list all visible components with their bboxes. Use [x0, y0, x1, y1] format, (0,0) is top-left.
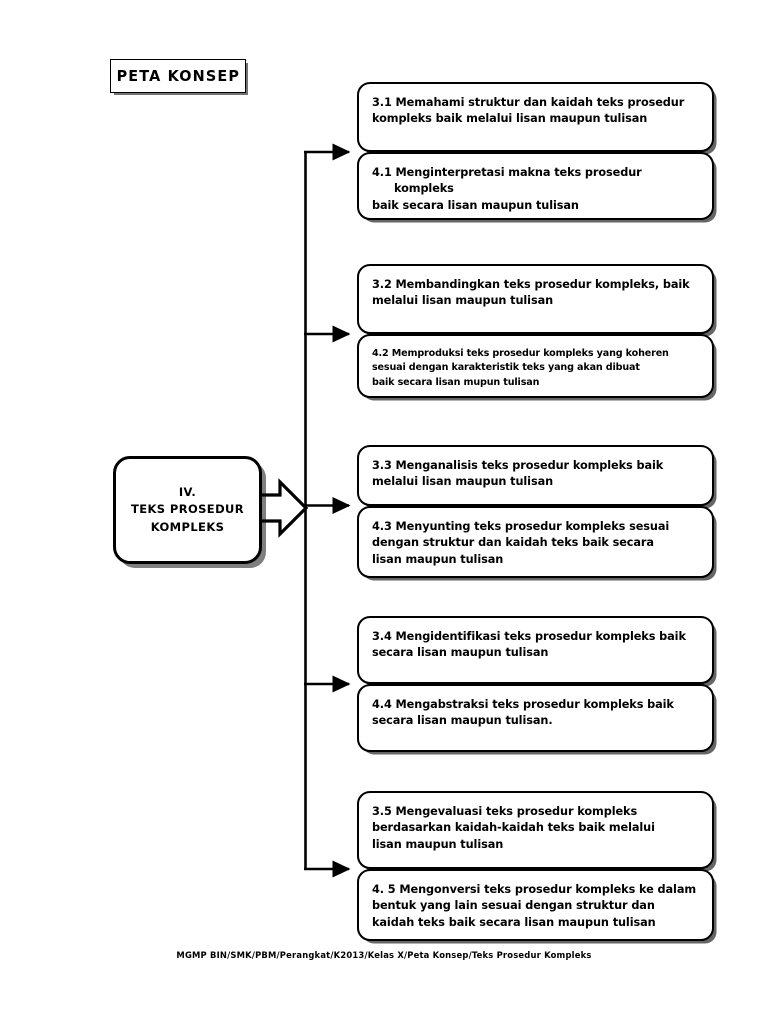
central-node-line-3: KOMPLEKS: [150, 519, 225, 534]
kd-box-4-3: 4.3 Menyunting teks prosedur kompleks se…: [357, 506, 714, 578]
kd-box-3-4-text: 3.4 Mengidentifikasi teks prosedur kompl…: [359, 618, 699, 662]
kd-line: 3.5 Mengevaluasi teks prosedur kompleks: [372, 805, 638, 818]
kd-box-3-2-text: 3.2 Membandingkan teks prosedur kompleks…: [359, 266, 703, 310]
kd-box-3-2: 3.2 Membandingkan teks prosedur kompleks…: [357, 264, 714, 334]
kd-line: 4.4 Mengabstraksi teks prosedur kompleks…: [372, 698, 674, 711]
kd-box-3-5-text: 3.5 Mengevaluasi teks prosedur kompleks …: [359, 793, 668, 853]
kd-line: lisan maupun tulisan: [372, 837, 504, 851]
kd-box-4-3-text: 4.3 Menyunting teks prosedur kompleks se…: [359, 508, 682, 568]
kd-line: secara lisan maupun tulisan.: [372, 714, 553, 728]
kd-line: secara lisan maupun tulisan: [372, 646, 549, 660]
kd-box-4-2: 4.2 Memproduksi teks prosedur kompleks y…: [357, 334, 714, 398]
kd-line: sesuai dengan karakteristik teks yang ak…: [372, 362, 640, 374]
kd-line: berdasarkan kaidah-kaidah teks baik mela…: [372, 821, 655, 835]
kd-box-4-5: 4. 5 Mengonversi teks prosedur kompleks …: [357, 869, 714, 941]
kd-box-4-5-text: 4. 5 Mengonversi teks prosedur kompleks …: [359, 871, 709, 931]
kd-box-3-3: 3.3 Menganalisis teks prosedur kompleks …: [357, 445, 714, 506]
kd-line: kompleks baik melalui lisan maupun tulis…: [372, 112, 648, 126]
kd-line: 3.1 Memahami struktur dan kaidah teks pr…: [372, 96, 685, 109]
footer-path-note: MGMP BIN/SMK/PBM/Perangkat/K2013/Kelas X…: [176, 950, 592, 960]
kd-line: 3.2 Membandingkan teks prosedur kompleks…: [372, 278, 690, 291]
kd-box-3-4: 3.4 Mengidentifikasi teks prosedur kompl…: [357, 616, 714, 684]
kd-line: baik secara lisan mupun tulisan: [372, 376, 540, 388]
kd-line: 4.2 Memproduksi teks prosedur kompleks y…: [372, 348, 669, 359]
kd-box-3-3-text: 3.3 Menganalisis teks prosedur kompleks …: [359, 447, 676, 491]
kd-box-4-4: 4.4 Mengabstraksi teks prosedur kompleks…: [357, 684, 714, 752]
kd-box-4-2-text: 4.2 Memproduksi teks prosedur kompleks y…: [359, 336, 682, 390]
kd-line: 4. 5 Mengonversi teks prosedur kompleks …: [372, 883, 697, 896]
kd-box-4-1-text: 4.1 Menginterpretasi makna teks prosedur…: [359, 154, 712, 214]
kd-line: 4.3 Menyunting teks prosedur kompleks se…: [372, 520, 670, 533]
kd-box-3-1-text: 3.1 Memahami struktur dan kaidah teks pr…: [359, 84, 697, 128]
kd-line: kaidah teks baik secara lisan maupun tul…: [372, 915, 656, 929]
peta-konsep-label: PETA KONSEP: [116, 67, 240, 85]
kd-line: 3.4 Mengidentifikasi teks prosedur kompl…: [372, 630, 686, 643]
kd-line: bentuk yang lain sesuai dengan struktur …: [372, 899, 655, 913]
kd-box-4-1: 4.1 Menginterpretasi makna teks prosedur…: [357, 152, 714, 220]
central-node-line-1: IV.: [178, 485, 197, 500]
kd-line: melalui lisan maupun tulisan: [372, 294, 554, 308]
kd-line: melalui lisan maupun tulisan: [372, 475, 554, 489]
kd-line: baik secara lisan maupun tulisan: [372, 198, 579, 212]
peta-konsep-title-box: PETA KONSEP: [110, 59, 246, 93]
kd-line: 3.3 Menganalisis teks prosedur kompleks …: [372, 459, 664, 472]
kd-box-3-1: 3.1 Memahami struktur dan kaidah teks pr…: [357, 82, 714, 152]
central-node-line-2: TEKS PROSEDUR: [130, 502, 245, 517]
central-node-teks-prosedur-kompleks: IV. TEKS PROSEDUR KOMPLEKS: [113, 456, 262, 564]
kd-line: lisan maupun tulisan: [372, 552, 504, 566]
kd-box-3-5: 3.5 Mengevaluasi teks prosedur kompleks …: [357, 791, 714, 869]
kd-line: 4.1 Menginterpretasi makna teks prosedur…: [372, 166, 642, 196]
kd-box-4-4-text: 4.4 Mengabstraksi teks prosedur kompleks…: [359, 686, 687, 730]
kd-line: dengan struktur dan kaidah teks baik sec…: [372, 536, 654, 550]
